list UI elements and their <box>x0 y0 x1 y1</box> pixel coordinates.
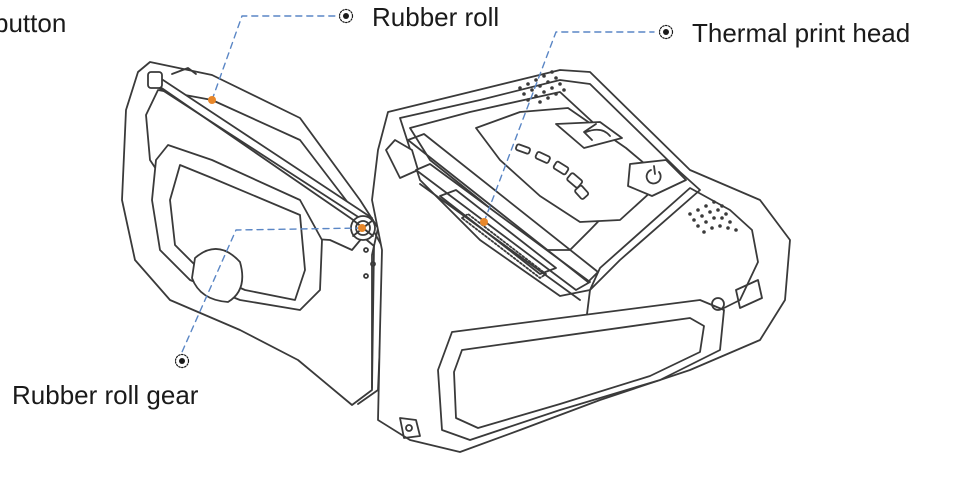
target-bullet-icon <box>179 358 185 364</box>
target-bullet-icon <box>658 24 674 40</box>
callout-thermal-print-head: Thermal print head <box>692 18 911 48</box>
callout-rubber-roll: Rubber roll <box>372 2 500 32</box>
marker-dot-rubber-roll <box>208 96 216 104</box>
marker-dots <box>208 96 488 232</box>
speaker-grille-side <box>688 200 738 234</box>
thermal-print-head <box>407 133 599 301</box>
leader-line-thermal-print-head <box>483 31 655 223</box>
callout-rubber-roll-gear: Rubber roll gear <box>12 380 199 410</box>
control-panel <box>475 107 687 223</box>
target-bullet-icon <box>663 29 669 35</box>
return-arrow-icon <box>583 123 611 141</box>
speaker-grille-top <box>518 70 566 104</box>
leader-line-rubber-roll-gear <box>181 227 363 353</box>
printer-lid <box>121 61 385 406</box>
target-bullet-icon <box>338 8 354 24</box>
callout-button-partial: button <box>0 8 67 38</box>
printer-body <box>371 69 791 453</box>
rubber-roll <box>147 67 373 227</box>
marker-dot-thermal-print-head <box>480 218 488 226</box>
power-icon <box>645 165 662 185</box>
target-bullet-icon <box>174 353 190 369</box>
marker-dot-rubber-roll-gear <box>358 224 366 232</box>
target-bullet-icon <box>343 13 349 19</box>
leader-lines <box>181 15 655 353</box>
leader-line-rubber-roll <box>211 15 339 101</box>
